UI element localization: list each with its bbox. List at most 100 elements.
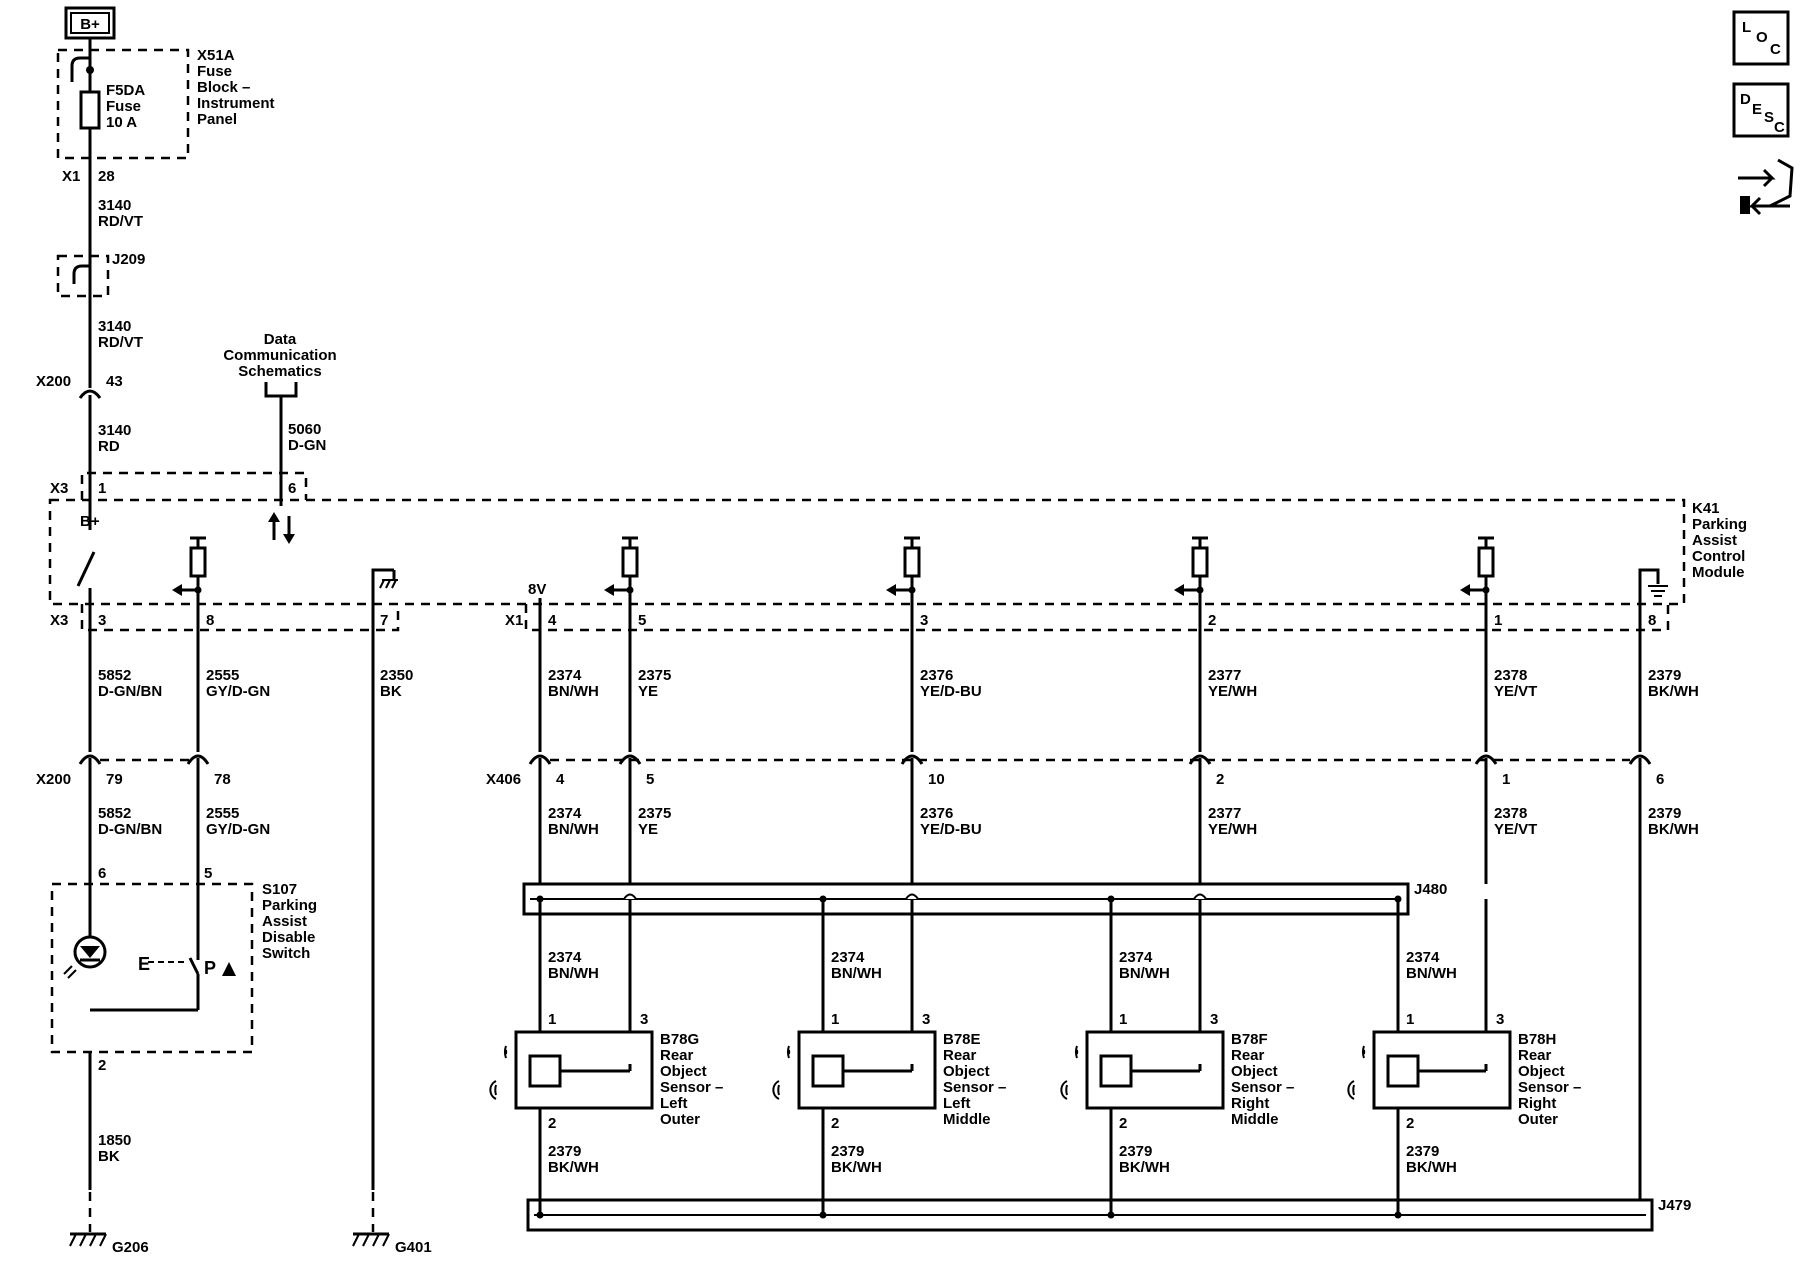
wire-2376-color: YE/D-BU [920, 683, 982, 700]
wire-2378-num: 2378 [1494, 667, 1527, 684]
sensor-wire-top-num: 2374 [1119, 949, 1153, 966]
wire-2377-num: 2377 [1208, 667, 1241, 684]
data-comm-line-1: Data [264, 331, 297, 348]
wire-5060-color: D-GN [288, 437, 326, 454]
switch-pin-6: 6 [98, 865, 106, 882]
sensor-name-line: Object [943, 1063, 990, 1080]
module-line-4: Module [1692, 564, 1745, 581]
svg-text:D: D [1740, 91, 1751, 108]
wire-2379-color: BK/WH [1648, 683, 1699, 700]
wire-5060-num: 5060 [288, 421, 321, 438]
module-ground-wire-8 [1638, 568, 1660, 604]
splice-j480-label: J480 [1414, 881, 1447, 898]
x3-top-pin-6: 6 [288, 480, 296, 497]
x3-bottom-connector [80, 604, 400, 632]
x406-pin-10: 10 [928, 771, 945, 788]
x406-pin-2: 2 [1216, 771, 1224, 788]
wire-2555-color: GY/D-GN [206, 683, 270, 700]
x200-bottom-pin-78: 78 [214, 771, 231, 788]
sensor-ref: B78F [1231, 1031, 1268, 1048]
fuse-block-line-4: Panel [197, 111, 237, 128]
x200-bottom-label: X200 [36, 771, 71, 788]
lower-wire-2376-color: YE/D-BU [920, 821, 982, 838]
switch-line-4: Switch [262, 945, 310, 962]
wire-5852-color: D-GN/BN [98, 683, 162, 700]
x3-top-label: X3 [50, 480, 68, 497]
fuse-block-box [56, 48, 190, 160]
sensor-ref: B78E [943, 1031, 981, 1048]
sensor-name-line: Middle [943, 1111, 991, 1128]
x1-bottom-pin-2: 2 [1208, 612, 1216, 629]
sensor-pin-1: 1 [1119, 1011, 1127, 1028]
data-comm-bracket [264, 382, 298, 398]
wire-run-2374 [528, 604, 552, 884]
navigate-arrows-icon[interactable] [1738, 158, 1794, 216]
lower-wire-2377-color: YE/WH [1208, 821, 1257, 838]
data-comm-line-2: Communication [223, 347, 336, 364]
switch-pin-2: 2 [98, 1057, 106, 1074]
sensor-name-line: Rear [660, 1047, 694, 1064]
wire-crossover [623, 893, 637, 900]
x3-top-pin-1: 1 [98, 480, 106, 497]
switch-pin-5: 5 [204, 865, 212, 882]
sensor-pin-1: 1 [1406, 1011, 1414, 1028]
upper-wire-run [78, 604, 1652, 1202]
loc-icon[interactable]: L O C [1732, 10, 1790, 66]
x406-label: X406 [486, 771, 521, 788]
ground-g401-icon [352, 1232, 390, 1247]
x1-bottom-pin-3: 3 [920, 612, 928, 629]
x1-bottom-pin-5: 5 [638, 612, 646, 629]
x3-bottom-label: X3 [50, 612, 68, 629]
ultrasonic-wave-icon [772, 1045, 791, 1100]
wire-run-5852 [78, 604, 102, 884]
wire-2377-color: YE/WH [1208, 683, 1257, 700]
x406-pin-1: 1 [1502, 771, 1510, 788]
wire-run-2375 [618, 604, 642, 884]
x1-bottom-pin-1: 1 [1494, 612, 1502, 629]
lower-wire-2378-num: 2378 [1494, 805, 1527, 822]
fuse-block-line-1: Fuse [197, 63, 232, 80]
park-warning-icon [222, 962, 236, 976]
sensor-wire-top-color: BN/WH [831, 965, 882, 982]
fuse-block-ref: X51A [197, 47, 235, 64]
x200-top-terminal [78, 389, 102, 399]
sensor-pin-1: 1 [548, 1011, 556, 1028]
wire-3140-a-color: RD/VT [98, 213, 143, 230]
switch-line-1: Parking [262, 897, 317, 914]
sensor-wire-bottom-color: BK/WH [1406, 1159, 1457, 1176]
lower-wire-2555-color: GY/D-GN [206, 821, 270, 838]
desc-icon[interactable]: D E S C [1732, 82, 1790, 138]
sensor-wire-top-color: BN/WH [1119, 965, 1170, 982]
wire-1850-num: 1850 [98, 1132, 131, 1149]
sensor-wire-bottom-color: BK/WH [1119, 1159, 1170, 1176]
wire-2375-color: YE [638, 683, 658, 700]
sensor-wire-bottom-num: 2379 [548, 1143, 581, 1160]
sensor-wire-top-color: BN/WH [1406, 965, 1457, 982]
lower-wire-2374-color: BN/WH [548, 821, 599, 838]
switch-contact [188, 957, 200, 975]
wire-2378-color: YE/VT [1494, 683, 1537, 700]
module-ground-wire-7 [371, 568, 394, 604]
svg-text:L: L [1742, 19, 1751, 36]
sensor-pin-3: 3 [1496, 1011, 1504, 1028]
x1-top-pin: 28 [98, 168, 115, 185]
sensor-name-line: Rear [1231, 1047, 1265, 1064]
x1-top-connector: X1 [62, 168, 80, 185]
sensor-name-line: Sensor – [660, 1079, 723, 1096]
lower-wire-5852-num: 5852 [98, 805, 131, 822]
x3-bottom-pin-3: 3 [98, 612, 106, 629]
wire-2350-color: BK [380, 683, 402, 700]
switch-line-2: Assist [262, 913, 307, 930]
sensor-wire-bottom-num: 2379 [1119, 1143, 1152, 1160]
sensor-name-line: Middle [1231, 1111, 1279, 1128]
ultrasonic-wave-icon [1060, 1045, 1079, 1100]
pullup-resistor-3 [886, 536, 921, 604]
data-comm-line-3: Schematics [238, 363, 321, 380]
wire-crossover [1193, 893, 1207, 900]
x200-top-connector: X200 [36, 373, 71, 390]
wire-1850-color: BK [98, 1148, 120, 1165]
x3-bottom-pin-8: 8 [206, 612, 214, 629]
